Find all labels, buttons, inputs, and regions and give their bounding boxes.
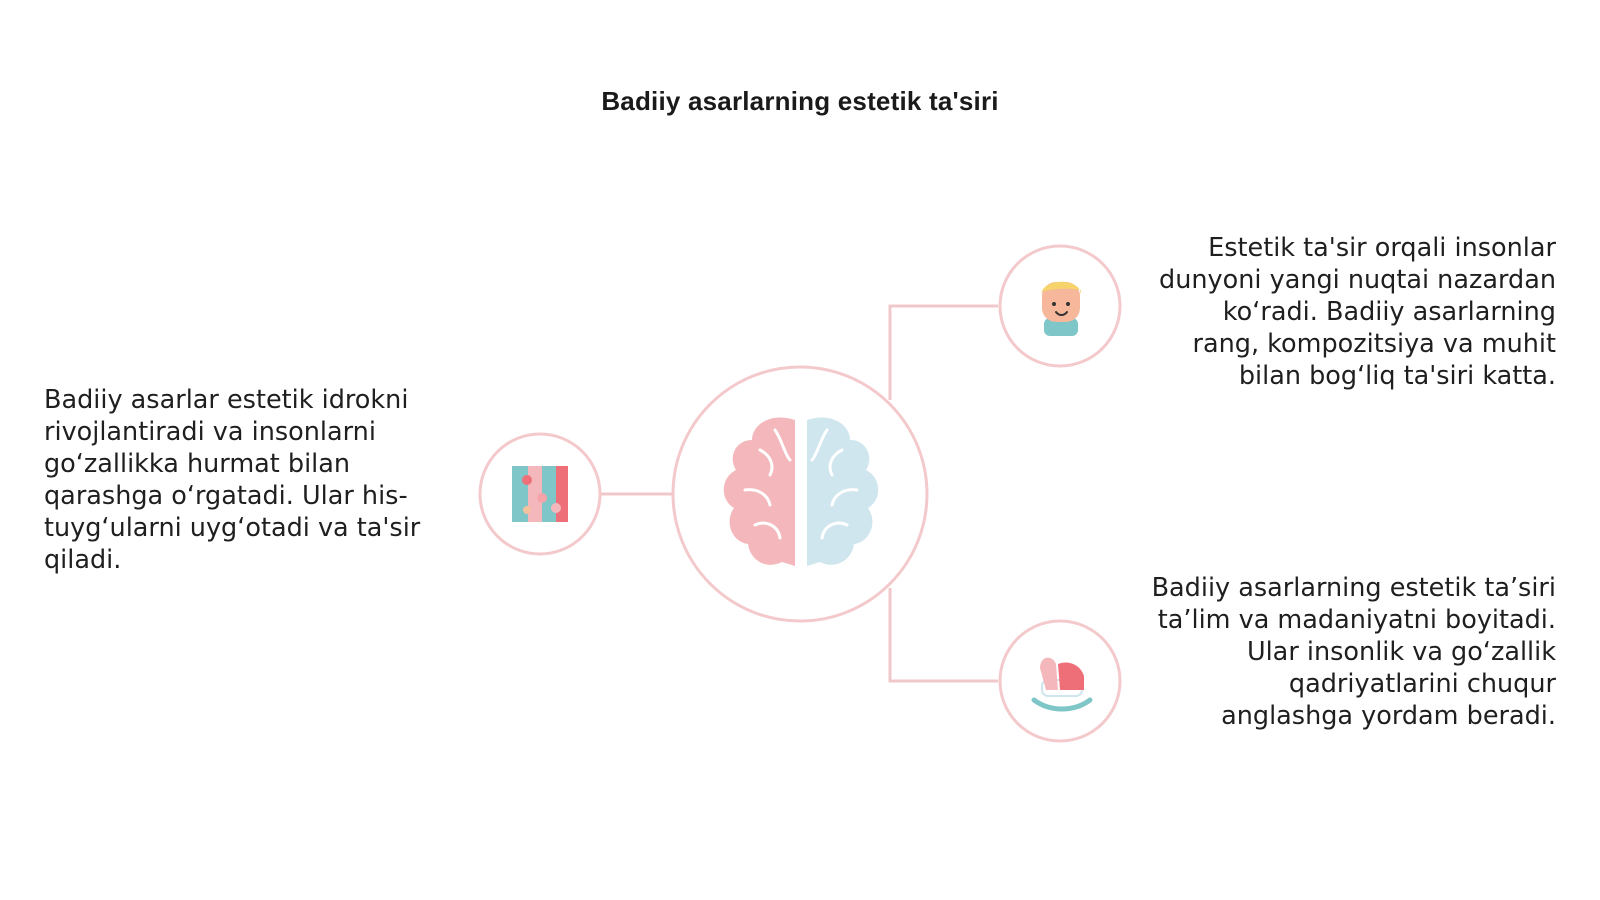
connector-right-bottom (888, 588, 998, 683)
puzzle-icon (512, 466, 568, 522)
right-top-node (998, 244, 1122, 368)
right-top-description: Estetik ta'sir orqali insonlar dunyoni y… (1159, 233, 1556, 391)
right-bottom-description: Badiiy asarlarning estetik ta’siri ta’li… (1151, 573, 1556, 731)
left-description: Badiiy asarlar estetik idrokni rivojlant… (44, 385, 421, 575)
connector-right-top (888, 304, 998, 400)
child-face-icon (1040, 281, 1082, 336)
right-bottom-node (998, 619, 1122, 743)
brain-icon (723, 417, 879, 566)
connectors (599, 304, 998, 683)
left-node (478, 432, 602, 556)
page-title: Badiiy asarlarning estetik ta'siri (601, 86, 999, 116)
center-node (671, 365, 929, 623)
rocking-horse-icon (1031, 657, 1093, 712)
